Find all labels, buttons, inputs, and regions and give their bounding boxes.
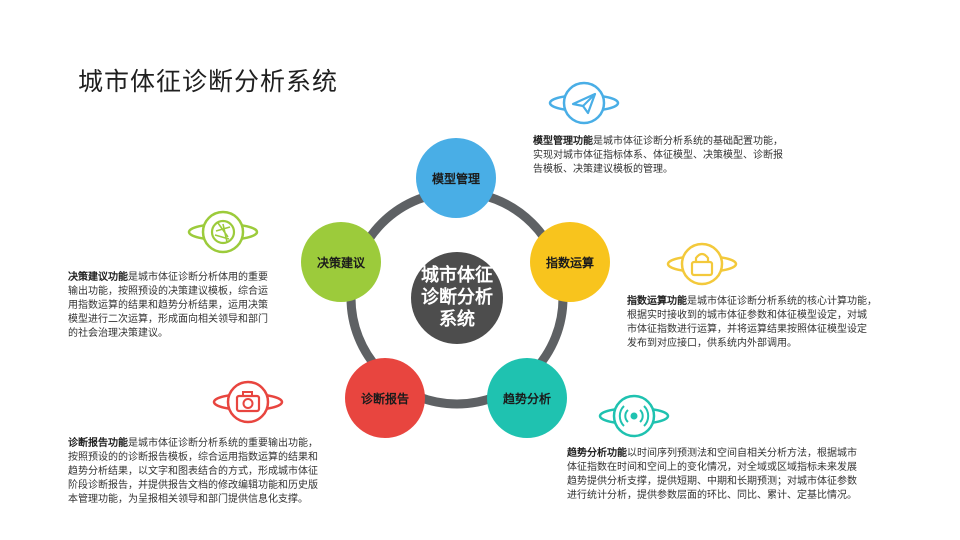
desc-line: 实现对城市体征指标体系、体征模型、决策模型、诊断报	[533, 150, 783, 161]
desc-line: 体征指数在时间和空间上的变化情况，对全域或区域指标未来发展	[567, 462, 857, 473]
desc-line: 是城市体征诊断分析系统的基础配置功能，	[593, 136, 783, 147]
desc-line: 输出功能，按照预设的决策建议模板，综合运	[68, 286, 268, 297]
page-title: 城市体征诊断分析系统	[78, 67, 339, 96]
node-index-computation[interactable]: 指数运算	[530, 222, 610, 302]
desc-title: 趋势分析功能	[567, 448, 627, 459]
desc-trend-analysis: 趋势分析功能以时间序列预测法和空间自相关分析方法，根据城市 体征指数在时间和空间…	[567, 447, 907, 503]
desc-line: 根据实时接收到的城市体征参数和体征模型设定，对城	[627, 310, 867, 321]
node-diagnosis-report[interactable]: 诊断报告	[345, 358, 425, 438]
aperture-icon	[185, 209, 261, 259]
desc-index-computation: 指数运算功能是城市体征诊断分析系统的核心计算功能， 根据实时接收到的城市体征参数…	[627, 295, 927, 351]
desc-line: 是城市体征诊断分析系统的核心计算功能，	[687, 296, 877, 307]
desc-line: 的社会治理决策建议。	[68, 328, 168, 339]
desc-diagnosis-report: 诊断报告功能是城市体征诊断分析系统的重要输出功能， 按照预设的的诊断报告模板，综…	[68, 437, 368, 507]
desc-title: 模型管理功能	[533, 136, 593, 147]
desc-line: 是城市体征诊断分析系统的重要输出功能，	[128, 438, 318, 449]
center-line-3: 系统	[439, 309, 475, 330]
node-label: 诊断报告	[360, 391, 409, 406]
desc-line: 以时间序列预测法和空间自相关分析方法，根据城市	[627, 448, 857, 459]
node-label: 指数运算	[545, 255, 594, 270]
desc-title: 决策建议功能	[68, 272, 128, 283]
camera-icon	[210, 379, 286, 429]
node-model-management[interactable]: 模型管理	[416, 138, 496, 218]
desc-decision-advice: 决策建议功能是城市体征诊断分析体用的重要 输出功能，按照预设的决策建议模板，综合…	[68, 271, 308, 341]
desc-line: 阶段诊断报告，并提供报告文档的修改编辑功能和历史版	[68, 480, 318, 491]
desc-line: 趋势分析结果，以文字和图表结合的方式，形成城市体征	[68, 466, 318, 477]
broadcast-icon	[596, 393, 672, 443]
node-label: 模型管理	[431, 171, 480, 186]
node-decision-advice[interactable]: 决策建议	[301, 222, 381, 302]
desc-line: 本管理功能，为呈报相关领导和部门提供信息化支撑。	[68, 494, 308, 505]
desc-line: 趋势提供分析支撑，提供短期、中期和长期预测；对城市体征参数	[567, 476, 857, 487]
paper-plane-icon	[546, 80, 622, 130]
center-node: 城市体征 诊断分析 系统	[411, 252, 503, 344]
desc-line: 用指数运算的结果和趋势分析结果，运用决策	[68, 300, 268, 311]
desc-title: 诊断报告功能	[68, 438, 128, 449]
center-line-1: 城市体征	[421, 265, 493, 286]
node-trend-analysis[interactable]: 趋势分析	[487, 358, 567, 438]
desc-line: 发布到对应接口，供系统内外部调用。	[627, 338, 797, 349]
desc-line: 按照预设的的诊断报告模板，综合运用指数运算的结果和	[68, 452, 318, 463]
desc-model-management: 模型管理功能是城市体征诊断分析系统的基础配置功能， 实现对城市体征指标体系、体征…	[533, 135, 833, 177]
desc-line: 告模板、决策建议模板的管理。	[533, 164, 673, 175]
center-line-2: 诊断分析	[421, 287, 493, 308]
desc-line: 模型进行二次运算，形成面向相关领导和部门	[68, 314, 268, 325]
desc-line: 是城市体征诊断分析体用的重要	[128, 272, 268, 283]
desc-title: 指数运算功能	[627, 296, 687, 307]
node-label: 决策建议	[316, 255, 365, 270]
desc-line: 进行统计分析，提供参数层面的环比、同比、累计、定基比情况。	[567, 490, 857, 501]
node-label: 趋势分析	[502, 391, 551, 406]
desc-line: 市体征指数进行运算，并将运算结果按照体征模型设定	[627, 324, 867, 335]
shopping-bag-icon	[664, 241, 740, 291]
